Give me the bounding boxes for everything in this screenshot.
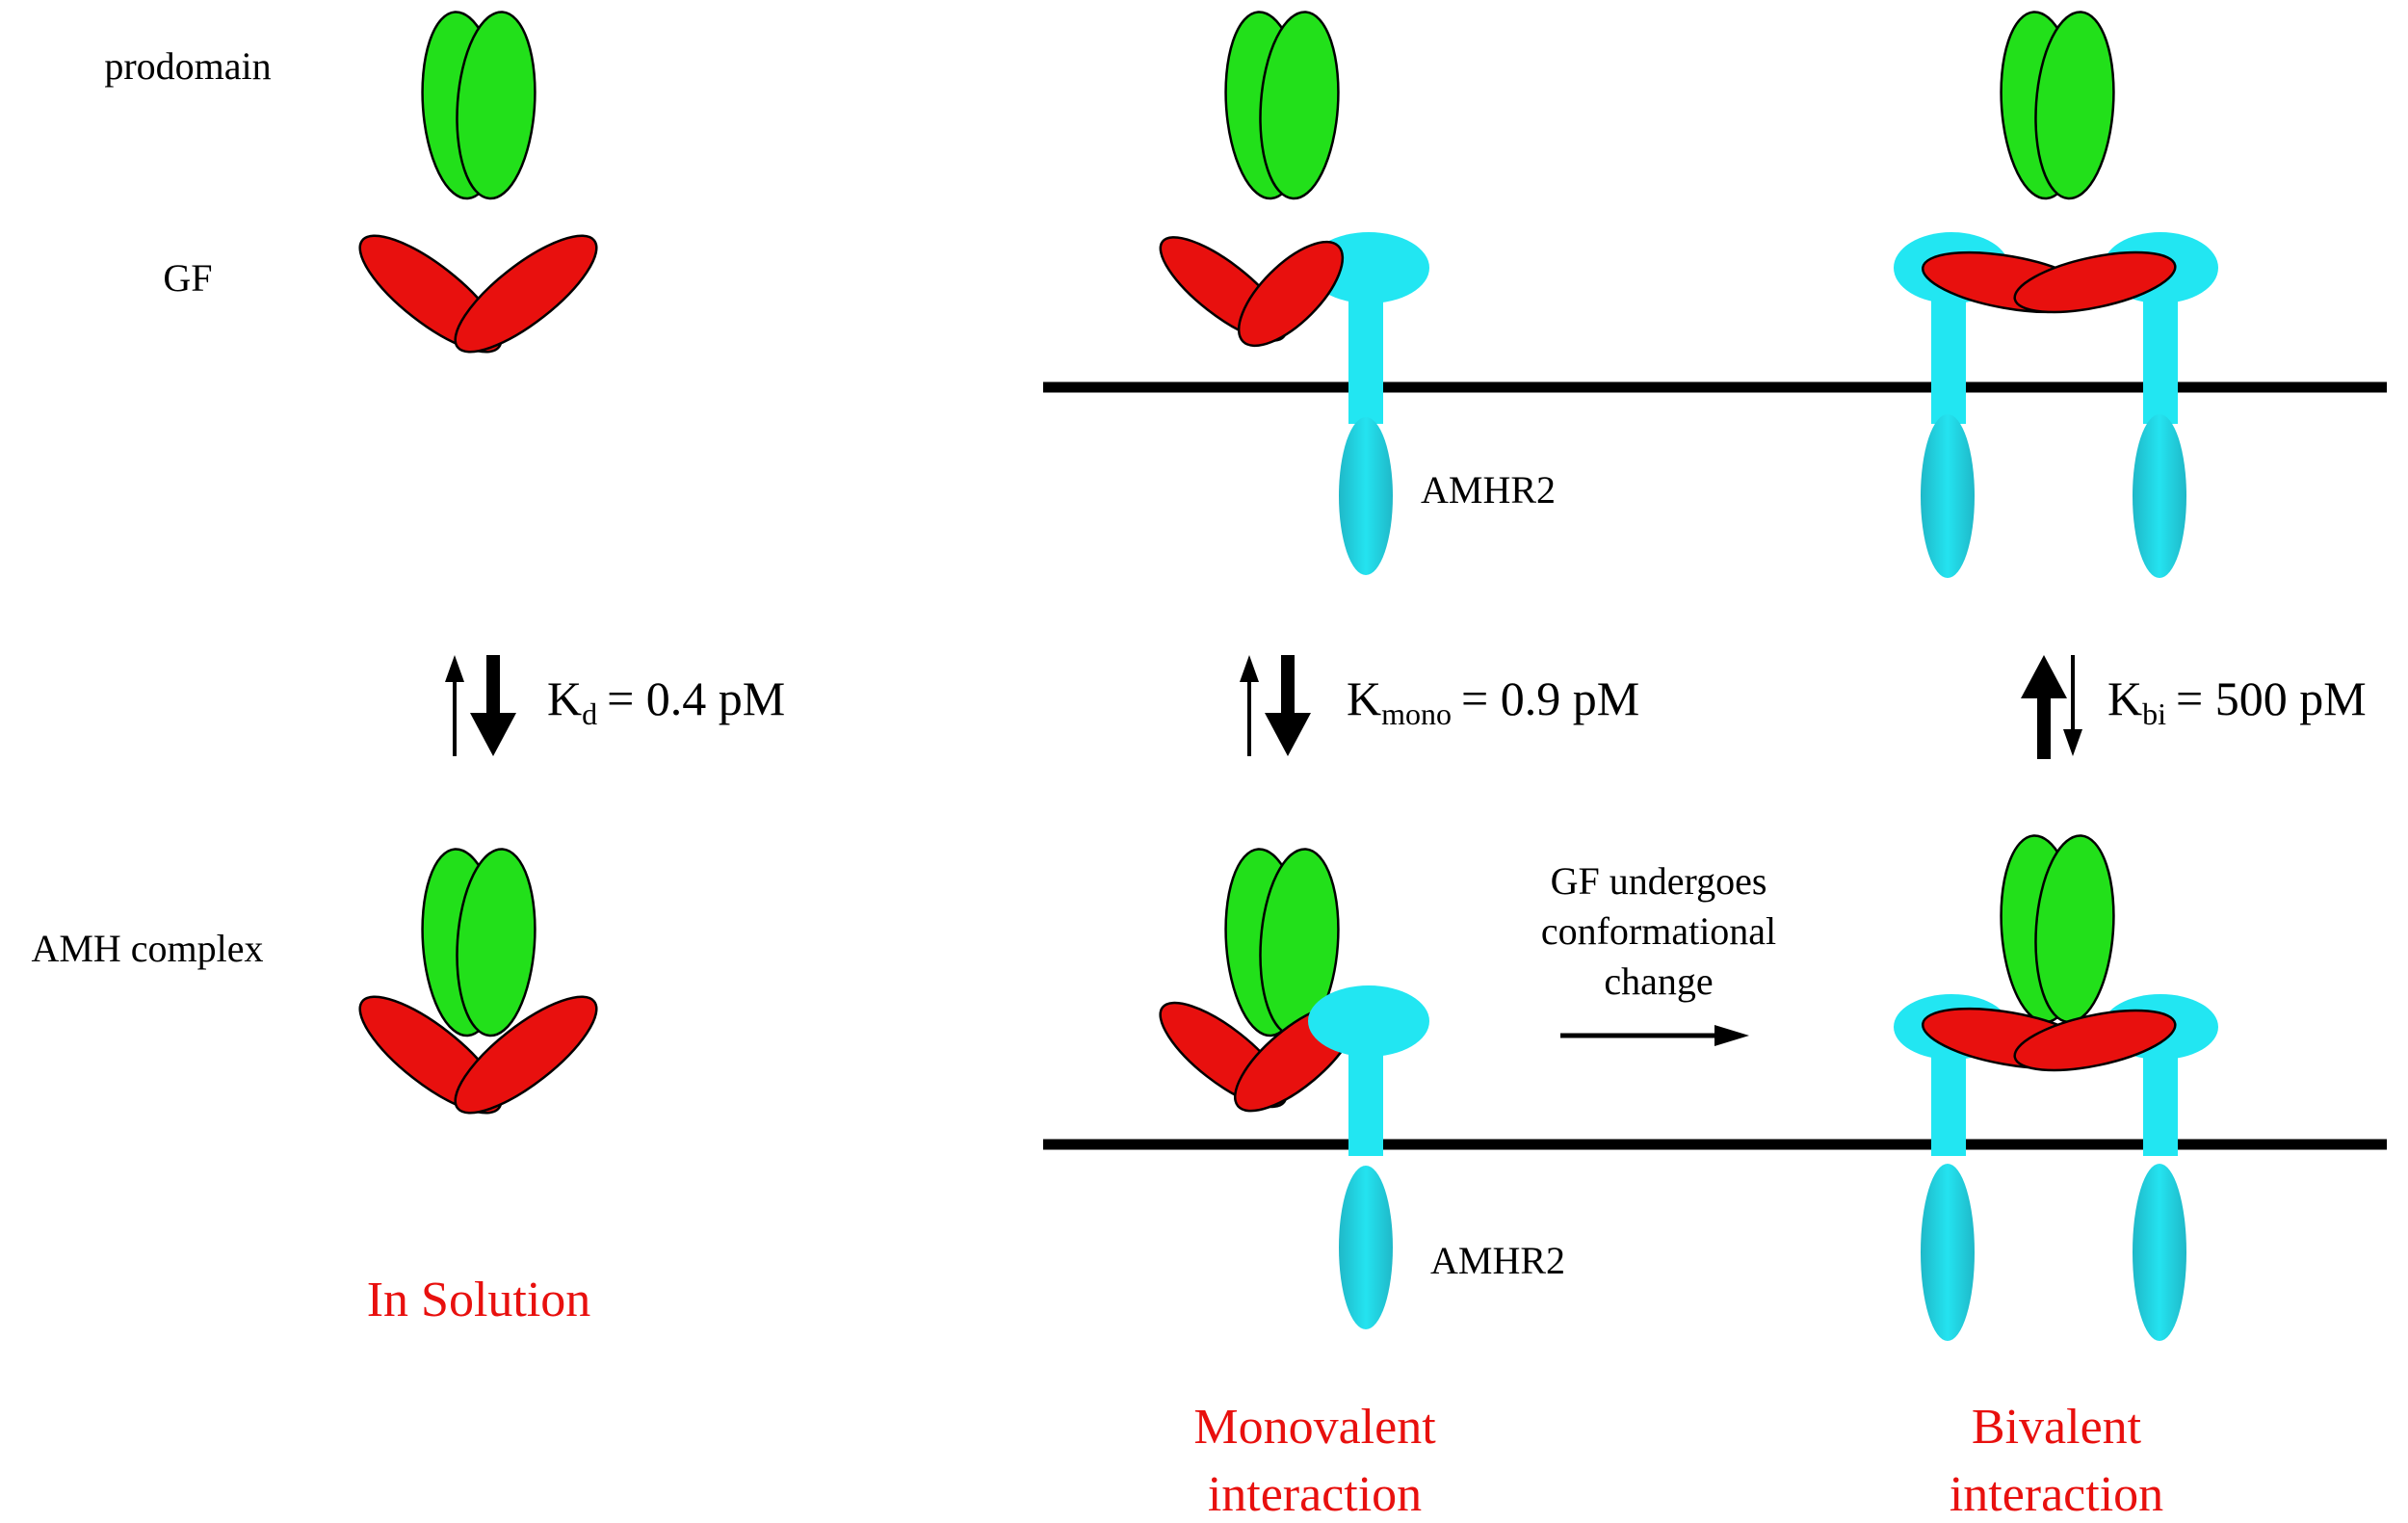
label-amhr2-bottom: AMHR2 [1430,1239,1565,1282]
prodomain-icon [415,8,542,203]
monovalent-receptor-bottom [1339,1021,1393,1329]
amh-complex-icon [358,845,598,1115]
kd-symbol: K [547,671,582,725]
kd-value: = 0.4 pM [607,671,785,725]
caption-monovalent-line-1: Monovalent [1193,1400,1436,1455]
label-amh-complex: AMH complex [31,927,263,970]
conformational-change-arrow-icon [1560,1025,1749,1046]
label-prodomain: prodomain [104,44,271,88]
conformational-line-2: conformational [1541,909,1776,953]
equilibrium-arrow-kd-icon [445,655,516,756]
bivalent-prodomain-top [1994,8,2121,203]
equilibrium-arrow-kbi-icon [2021,655,2082,759]
label-amhr2-top: AMHR2 [1421,468,1556,512]
kbi-symbol: K [2107,671,2142,725]
bivalent-gf-top [1921,250,2177,314]
conformational-change-label: GF undergoes conformational change [1541,859,1776,1003]
caption-monovalent-line-2: interaction [1208,1467,1422,1522]
kd-constant: Kd = 0.4 pM [547,671,785,731]
kbi-constant: Kbi = 500 pM [2107,671,2367,731]
caption-bivalent-line-2: interaction [1950,1467,2163,1522]
kbi-subscript: bi [2142,696,2166,731]
kd-subscript: d [582,696,597,731]
growth-factor-icon [358,234,598,354]
caption-in-solution: In Solution [367,1273,591,1327]
monovalent-gf-top [1159,236,1345,348]
kmono-symbol: K [1347,671,1381,725]
label-gf: GF [163,256,212,300]
monovalent-complex-bottom [1159,845,1429,1113]
conformational-line-3: change [1604,959,1713,1003]
kmono-subscript: mono [1381,696,1452,731]
kbi-value: = 500 pM [2176,671,2367,725]
monovalent-prodomain-top [1218,8,1346,203]
bivalent-complex-bottom [1921,831,2177,1072]
caption-bivalent-line-1: Bivalent [1972,1400,2142,1455]
conformational-line-1: GF undergoes [1551,859,1767,903]
kmono-value: = 0.9 pM [1461,671,1639,725]
kmono-constant: Kmono = 0.9 pM [1347,671,1639,731]
equilibrium-arrow-kmono-icon [1240,655,1311,756]
